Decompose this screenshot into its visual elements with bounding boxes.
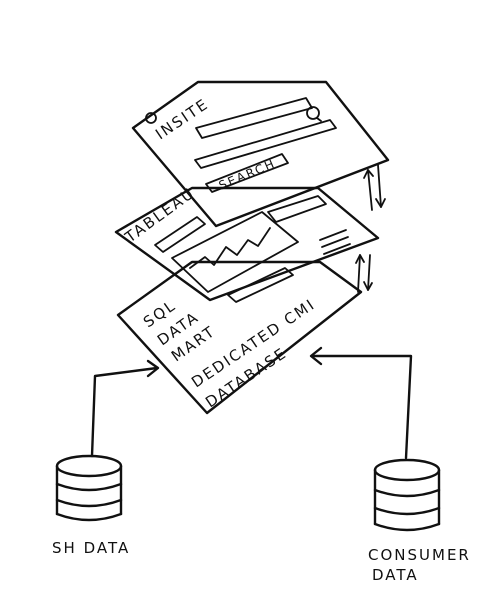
feed-arrow-right [309,346,413,460]
sh-data-label: SH DATA [52,539,130,557]
insite-layer-outline [131,80,390,228]
tableau-layer: TABLEAU [114,184,380,303]
sync-arrow-bottom [355,254,373,293]
tableau-layer-outline [114,186,380,302]
list-line-3 [323,243,351,255]
widget-bar-bottom [227,267,294,303]
insite-label: INSITE [152,95,212,144]
search-icon [306,106,320,120]
consumer-label: CONSUMER [368,546,471,564]
search-input[interactable] [195,97,313,139]
sql-data-mart-layer: SQL DATA MART DEDICATED CMI DATABASE [116,260,363,415]
logo-icon [145,112,157,124]
widget-bar-left [154,216,206,253]
line-chart-trend-icon [189,227,271,269]
feed-arrow-left [90,359,160,458]
consumer-data-label: DATA [372,566,419,584]
search-icon-handle [316,117,322,122]
results-bar [194,119,337,169]
widget-bar-top-right [267,195,327,223]
search-button[interactable] [205,153,289,193]
sync-arrow-top [363,164,386,211]
list-line-1 [319,229,347,241]
sql-layer-outline [116,260,363,415]
line-chart-panel [171,211,299,293]
sh-data-database-icon [55,454,123,522]
consumer-data-database-icon [373,458,441,532]
list-line-2 [321,236,349,248]
